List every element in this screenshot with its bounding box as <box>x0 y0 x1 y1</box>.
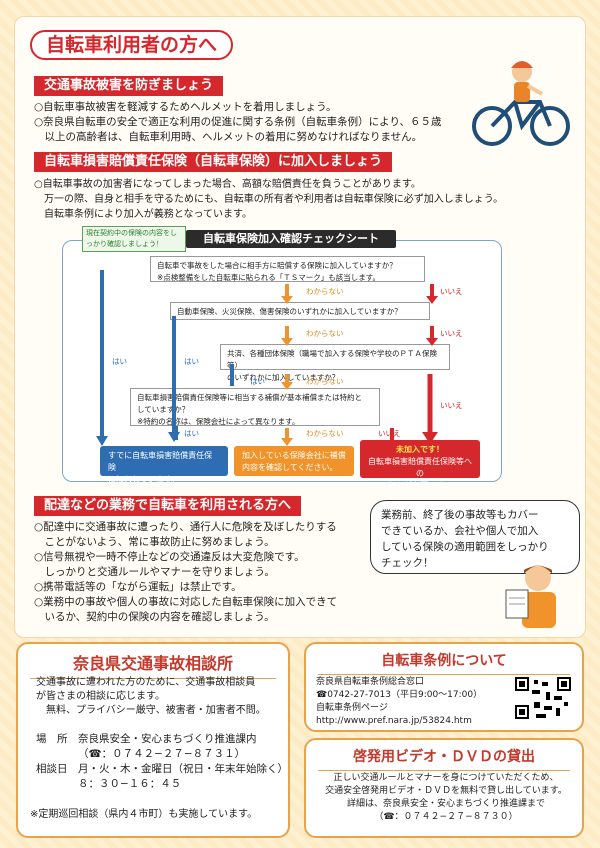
question-text: のいずれかに加入していますか？ <box>227 373 340 382</box>
text-line: ○業務中の事故や個人の事故に対応した自転車保険に加入できて <box>34 596 338 608</box>
text-line: 交通事故に遭われた方のために、交通事故相談員 <box>36 677 256 688</box>
speech-bubble: 業務前、終了後の事故等もカバー できているか、会社や個人で加入 している保険の適… <box>370 500 580 574</box>
checksheet-note: 現在契約中の保険の内容をしっかり確認しましょう！ <box>82 226 186 252</box>
consult-details: 場 所 奈良県安全・安心まちづくり推進課内 （☎：０７４２−２７−８７３１） 相… <box>36 732 288 792</box>
ordinance-text: 奈良県自転車条例総合窓口 ☎0742-27-7013（平日9:00〜17:00）… <box>316 676 482 728</box>
answer-text: 内容を確認してください。 <box>242 463 338 472</box>
consult-box <box>16 642 290 838</box>
qr-code[interactable] <box>514 676 572 720</box>
label-unknown: わからない <box>306 377 344 386</box>
label-unknown: わからない <box>306 429 344 438</box>
answer-text: 加入している保険会社に補償 <box>242 451 346 460</box>
ordinance-phone: ☎0742-27-7013（平日9:00〜17:00） <box>316 690 483 700</box>
text-line: 自転車条例ページ <box>316 703 388 713</box>
day-value: 月・火・木・金曜日（祝日・年末年始除く） <box>78 763 288 775</box>
label-no: いいえ <box>440 401 463 410</box>
video-title: 啓発用ビデオ・ＤＶＤの貸出 <box>318 746 570 771</box>
text-line: ○自転車事故の加害者になってしまった場合、高額な賠償責任を負うことがあります。 <box>34 179 421 190</box>
text-line: 無料、プライバシー厳守、被害者・加害者不問。 <box>46 705 266 716</box>
text-line: ○自転車事故被害を軽減するためヘルメットを着用しましょう。 <box>34 101 337 113</box>
text-line: ○信号無視や一時不停止などの交通違反は大変危険です。 <box>34 551 305 563</box>
question-text: 自転車で事故をした場合に相手方に賠償する保険に加入していますか？ <box>157 261 397 270</box>
text-line: 奈良県自転車条例総合窓口 <box>316 677 425 687</box>
text-line: 詳細は、奈良県安全・安心まちづくり推進課まで <box>346 799 545 809</box>
flow-arrows <box>96 270 438 446</box>
label-no: いいえ <box>378 429 401 438</box>
question-text: 共済、各種団体保険（職場で加入する保険や学校のＰＴＡ保険等） <box>227 349 437 370</box>
ordinance-url[interactable]: http://www.pref.nara.jp/53824.htm <box>316 716 472 726</box>
answer-text: すでに自転車損害賠償責任保険 <box>108 451 213 472</box>
question-2: 自動車保険、火災保険、傷害保険のいずれかに加入していますか？ <box>170 302 430 320</box>
place-label: 場 所 <box>36 733 68 745</box>
helmet-text: ○自転車事故被害を軽減するためヘルメットを着用しましょう。 ○奈良県自転車の安全… <box>34 100 442 145</box>
text-line: 自転車条例により加入が義務となっています。 <box>34 209 252 220</box>
answer-insured: すでに自転車損害賠償責任保険 に加入しています。 <box>100 446 228 484</box>
checksheet-title: 自転車保険加入確認チェックシート <box>186 230 396 248</box>
ordinance-title: 自転車条例について <box>318 650 570 675</box>
video-text: 正しい交通ルールとマナーを身につけていただくため、 交通安全啓発用ビデオ・ＤＶＤ… <box>312 772 580 824</box>
text-line: 正しい交通ルールとマナーを身につけていただくため、 <box>333 773 559 783</box>
bicycle-illustration <box>472 61 570 146</box>
question-3: 共済、各種団体保険（職場で加入する保険や学校のＰＴＡ保険等） のいずれかに加入し… <box>220 344 450 382</box>
place-value: 奈良県安全・安心まちづくり推進課内 <box>78 733 257 745</box>
day-label: 相談日 <box>36 763 68 775</box>
text-line: 交通安全啓発用ビデオ・ＤＶＤを無料で貸し出しています。 <box>325 786 567 796</box>
text-line: ○奈良県自転車の安全で適正な利用の促進に関する条例（自転車条例）により、６５歳 <box>34 116 442 128</box>
bubble-text: チェック！ <box>381 557 434 569</box>
answer-text: 加入が必要です。 <box>388 481 452 490</box>
label-no: いいえ <box>440 287 463 296</box>
bubble-text: 業務前、終了後の事故等もカバー <box>381 509 539 521</box>
question-4: 自転車損害賠償責任保険等に相当する補償が基本補償または特約と していますか？ ※… <box>130 388 380 426</box>
helmet-heading: 交通事故被害を防ぎましょう <box>34 76 224 96</box>
text-line: ○配達中に交通事故に遭ったり、通行人に危険を及ぼしたりする <box>34 521 337 533</box>
answer-headline: 未加入です！ <box>396 445 444 454</box>
question-1: 自転車で事故をした場合に相手方に賠償する保険に加入していますか？ ※点検整備をし… <box>150 256 425 282</box>
answer-check: 加入している保険会社に補償 内容を確認してください。 <box>234 446 354 476</box>
question-text: 自転車損害賠償責任保険等に相当する補償が基本補償または特約と <box>137 393 362 402</box>
text-line: ことがないよう、常に事故防止に努めましょう。 <box>34 536 275 548</box>
page-title: 自転車利用者の方へ <box>30 30 234 60</box>
text-line: 万一の際、自身と相手を守るためにも、自転車の所有者や利用者は自転車保険に必ず加入… <box>34 194 504 205</box>
answer-text: 自転車損害賠償責任保険等への <box>368 457 472 478</box>
label-no: いいえ <box>440 329 463 338</box>
consult-hours: ８：３０−１６：４５ <box>78 778 182 790</box>
label-yes: はい <box>250 377 265 386</box>
consult-phone: （☎：０７４２−２７−８７３１） <box>78 748 246 760</box>
consult-text: 交通事故に遭われた方のために、交通事故相談員 が皆さまの相談に応じます。 無料、… <box>36 676 286 718</box>
consult-note: ※定期巡回相談（県内４市町）も実施しています。 <box>30 809 258 820</box>
business-text: ○配達中に交通事故に遭ったり、通行人に危険を及ぼしたりする ことがないよう、常に… <box>34 520 337 625</box>
text-line: 以上の高齢者は、自転車利用時、ヘルメットの着用に努めなければなりません。 <box>34 131 423 143</box>
label-yes: はい <box>184 429 199 438</box>
text-line: が皆さまの相談に応じます。 <box>36 691 165 702</box>
answer-uninsured: 未加入です！ 自転車損害賠償責任保険等への 加入が必要です。 <box>360 440 480 490</box>
video-box <box>304 738 584 838</box>
question-text: していますか？ <box>137 405 190 414</box>
consult-title: 奈良県交通事故相談所 <box>30 650 276 679</box>
person-reading-illustration <box>505 565 556 628</box>
label-yes: はい <box>184 357 199 366</box>
insurance-heading: 自転車損害賠償責任保険（自転車保険）に加入しましょう <box>34 152 393 172</box>
business-heading: 配達などの業務で自転車を利用される方へ <box>34 496 302 516</box>
text-line: ○携帯電話等の「ながら運転」は禁止です。 <box>34 581 242 593</box>
text-line: いるか、契約中の保険の内容を確認しましょう。 <box>34 611 275 623</box>
label-yes: はい <box>112 357 127 366</box>
bubble-text: できているか、会社や個人で加入 <box>381 525 539 537</box>
insurance-text: ○自転車事故の加害者になってしまった場合、高額な賠償責任を負うことがあります。 … <box>34 177 503 222</box>
answer-text: に加入しています。 <box>108 475 179 484</box>
question-note: ※特約の名称は、保険会社によって異なります。 <box>137 417 300 426</box>
label-unknown: わからない <box>306 329 344 338</box>
label-unknown: わからない <box>306 287 344 296</box>
video-phone: （☎：０７４２−２７−８７３０） <box>374 812 518 822</box>
question-note: ※点検整備をした自転車に貼られる「ＴＳマーク」も該当します。 <box>157 273 381 282</box>
bubble-text: している保険の適用範囲をしっかり <box>381 541 549 553</box>
text-line: しっかりと交通ルールやマナーを守りましょう。 <box>34 566 275 578</box>
